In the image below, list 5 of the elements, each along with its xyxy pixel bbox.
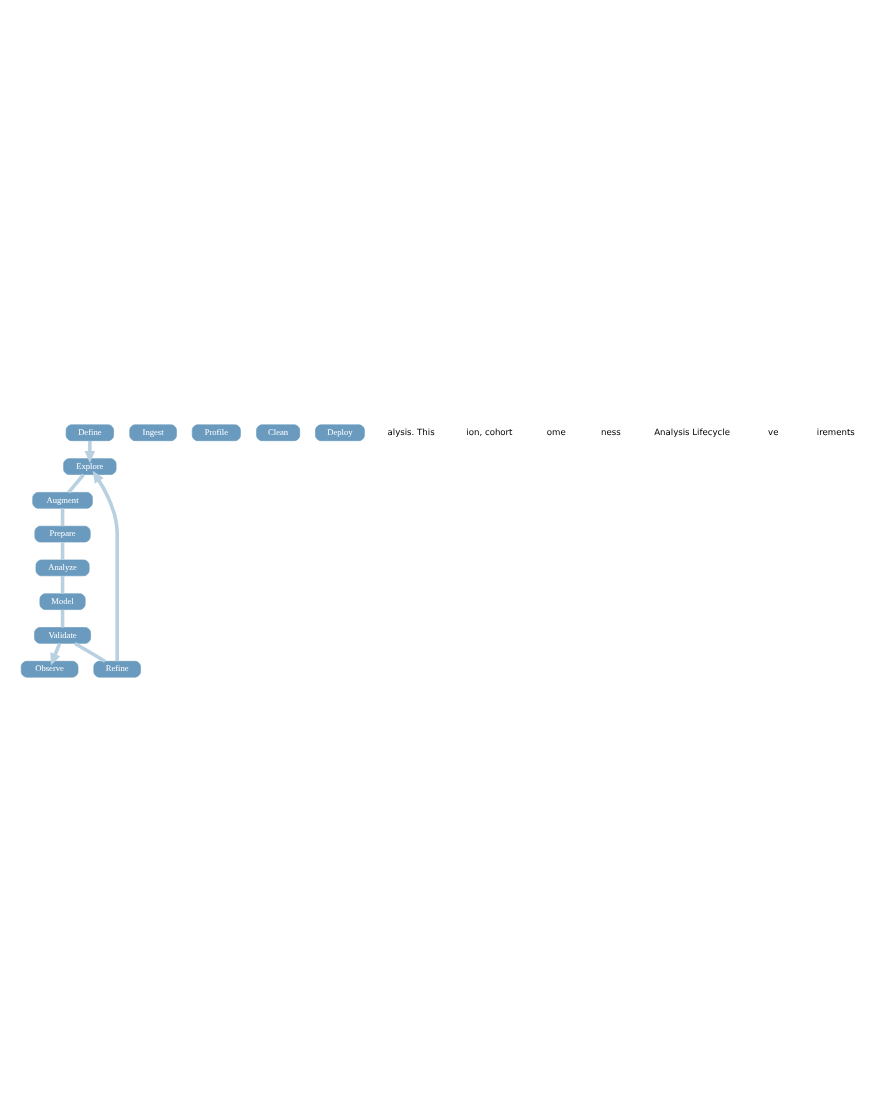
arrow: [84, 440, 96, 463]
connector: [74, 640, 106, 662]
arrow: [50, 642, 62, 665]
arrow: [92, 469, 119, 661]
connector: [67, 472, 85, 493]
